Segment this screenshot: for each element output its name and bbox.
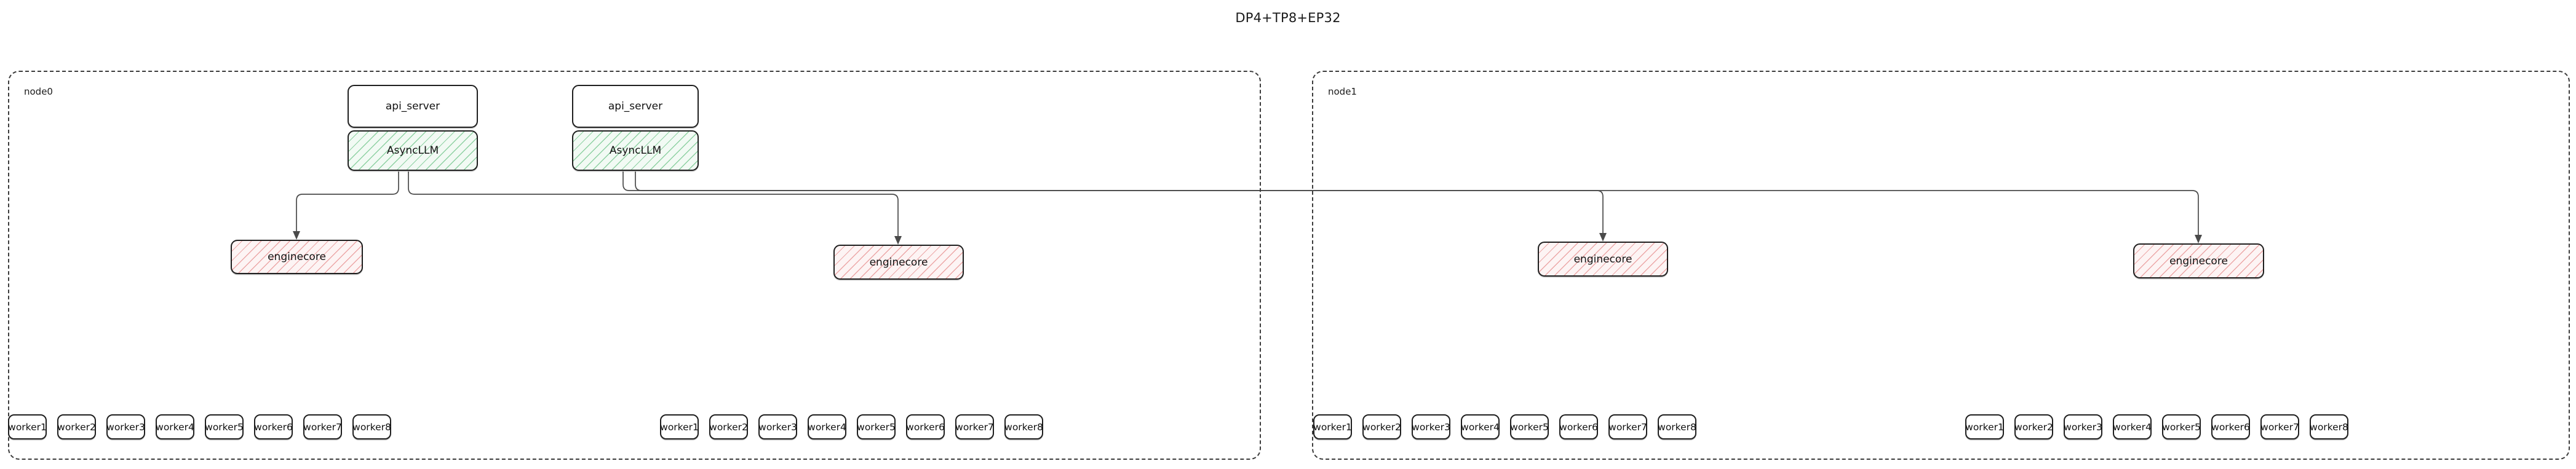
async-llm-label: AsyncLLM — [386, 144, 439, 157]
worker-label: worker4 — [2113, 421, 2152, 433]
worker-box[interactable]: worker8 — [1004, 414, 1043, 439]
worker-box[interactable]: worker2 — [1362, 414, 1401, 439]
worker-box[interactable]: worker7 — [955, 414, 994, 439]
worker-box[interactable]: worker7 — [303, 414, 342, 439]
worker-label: worker8 — [352, 421, 391, 433]
worker-box[interactable]: worker5 — [2162, 414, 2201, 439]
node-container-node0 — [8, 71, 1261, 460]
enginecore-box-node1-engine1[interactable]: enginecore — [2133, 243, 2264, 278]
worker-label: worker1 — [1965, 421, 2004, 433]
worker-label: worker2 — [57, 421, 96, 433]
worker-box[interactable]: worker2 — [57, 414, 96, 439]
worker-box[interactable]: worker1 — [660, 414, 699, 439]
worker-box[interactable]: worker2 — [2014, 414, 2053, 439]
worker-box[interactable]: worker4 — [2113, 414, 2152, 439]
worker-box[interactable]: worker1 — [1313, 414, 1352, 439]
worker-box[interactable]: worker6 — [254, 414, 293, 439]
enginecore-label: enginecore — [268, 251, 326, 263]
api-server-label: api_server — [385, 100, 440, 112]
enginecore-box-node0-engine0[interactable]: enginecore — [231, 240, 363, 274]
worker-box[interactable]: worker1 — [1965, 414, 2004, 439]
async-llm-box-node0-server1[interactable]: AsyncLLM — [572, 130, 699, 171]
api-server-box-node0-server1[interactable]: api_server — [572, 85, 699, 128]
worker-label: worker3 — [106, 421, 145, 433]
worker-label: worker3 — [1412, 421, 1450, 433]
worker-label: worker8 — [2310, 421, 2348, 433]
worker-box[interactable]: worker6 — [906, 414, 945, 439]
worker-label: worker2 — [1362, 421, 1401, 433]
api-server-box-node0-server0[interactable]: api_server — [348, 85, 478, 128]
worker-label: worker1 — [1313, 421, 1352, 433]
worker-box[interactable]: worker3 — [2064, 414, 2102, 439]
worker-label: worker7 — [2260, 421, 2299, 433]
worker-label: worker6 — [254, 421, 293, 433]
worker-label: worker3 — [2064, 421, 2102, 433]
worker-label: worker2 — [2014, 421, 2053, 433]
worker-label: worker1 — [8, 421, 47, 433]
worker-box[interactable]: worker7 — [2260, 414, 2299, 439]
node-label-node1: node1 — [1328, 86, 1357, 97]
worker-box[interactable]: worker4 — [156, 414, 194, 439]
diagram-title: DP4+TP8+EP32 — [1235, 10, 1341, 25]
api-server-label: api_server — [608, 100, 663, 112]
worker-box[interactable]: worker6 — [2211, 414, 2250, 439]
worker-label: worker5 — [857, 421, 896, 433]
worker-box[interactable]: worker4 — [808, 414, 846, 439]
worker-label: worker8 — [1004, 421, 1043, 433]
worker-label: worker6 — [1559, 421, 1598, 433]
worker-box[interactable]: worker3 — [106, 414, 145, 439]
worker-box[interactable]: worker5 — [1510, 414, 1549, 439]
async-llm-box-node0-server0[interactable]: AsyncLLM — [348, 130, 478, 171]
enginecore-box-node1-engine0[interactable]: enginecore — [1538, 242, 1668, 277]
worker-label: worker8 — [1658, 421, 1696, 433]
worker-box[interactable]: worker1 — [8, 414, 47, 439]
node-label-node0: node0 — [24, 86, 53, 97]
worker-label: worker3 — [758, 421, 797, 433]
worker-box[interactable]: worker5 — [205, 414, 244, 439]
worker-box[interactable]: worker6 — [1559, 414, 1598, 439]
enginecore-box-node0-engine1[interactable]: enginecore — [833, 245, 964, 280]
worker-label: worker5 — [205, 421, 244, 433]
node-container-node1 — [1312, 71, 2570, 460]
worker-box[interactable]: worker7 — [1608, 414, 1647, 439]
worker-label: worker1 — [660, 421, 699, 433]
worker-box[interactable]: worker3 — [1412, 414, 1450, 439]
worker-box[interactable]: worker5 — [857, 414, 896, 439]
worker-label: worker2 — [709, 421, 748, 433]
worker-label: worker4 — [156, 421, 194, 433]
worker-label: worker4 — [1461, 421, 1500, 433]
enginecore-label: enginecore — [2169, 254, 2228, 267]
worker-label: worker7 — [955, 421, 994, 433]
worker-box[interactable]: worker3 — [758, 414, 797, 439]
worker-box[interactable]: worker8 — [1658, 414, 1696, 439]
enginecore-label: enginecore — [869, 256, 928, 269]
worker-box[interactable]: worker2 — [709, 414, 748, 439]
enginecore-label: enginecore — [1573, 253, 1632, 266]
worker-box[interactable]: worker8 — [352, 414, 391, 439]
worker-label: worker5 — [2162, 421, 2201, 433]
worker-label: worker7 — [303, 421, 342, 433]
worker-label: worker6 — [2211, 421, 2250, 433]
worker-box[interactable]: worker8 — [2310, 414, 2348, 439]
async-llm-label: AsyncLLM — [609, 144, 662, 157]
worker-label: worker6 — [906, 421, 945, 433]
worker-label: worker4 — [808, 421, 846, 433]
worker-box[interactable]: worker4 — [1461, 414, 1500, 439]
worker-label: worker5 — [1510, 421, 1549, 433]
worker-label: worker7 — [1608, 421, 1647, 433]
